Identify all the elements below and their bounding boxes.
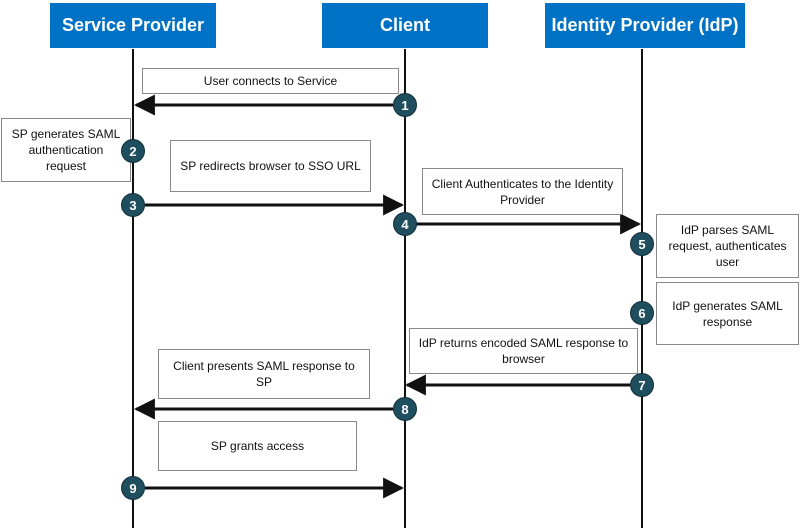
note-idp-generates-response: IdP generates SAML response [656,282,799,345]
step-badge-3: 3 [121,193,145,217]
note-sp-redirects: SP redirects browser to SSO URL [170,140,371,192]
note-idp-returns-response: IdP returns encoded SAML response to bro… [409,328,638,374]
step-badge-1: 1 [393,93,417,117]
lifeline-identity-provider [641,49,643,528]
step-badge-7: 7 [630,373,654,397]
step-badge-6: 6 [630,301,654,325]
step-badge-4: 4 [393,212,417,236]
step-badge-2: 2 [121,139,145,163]
note-client-authenticates: Client Authenticates to the Identity Pro… [422,168,623,215]
note-user-connects: User connects to Service [142,68,399,94]
lifeline-service-provider [132,49,134,528]
note-client-presents-response: Client presents SAML response to SP [158,349,370,399]
participant-client: Client [322,3,488,48]
note-sp-grants-access: SP grants access [158,421,357,471]
step-badge-8: 8 [393,397,417,421]
step-badge-9: 9 [121,476,145,500]
step-badge-5: 5 [630,232,654,256]
participant-identity-provider: Identity Provider (IdP) [545,3,745,48]
note-sp-generates-request: SP generates SAML authentication request [1,118,131,182]
participant-service-provider: Service Provider [50,3,216,48]
lifeline-client [404,49,406,528]
note-idp-parses-request: IdP parses SAML request, authenticates u… [656,214,799,278]
